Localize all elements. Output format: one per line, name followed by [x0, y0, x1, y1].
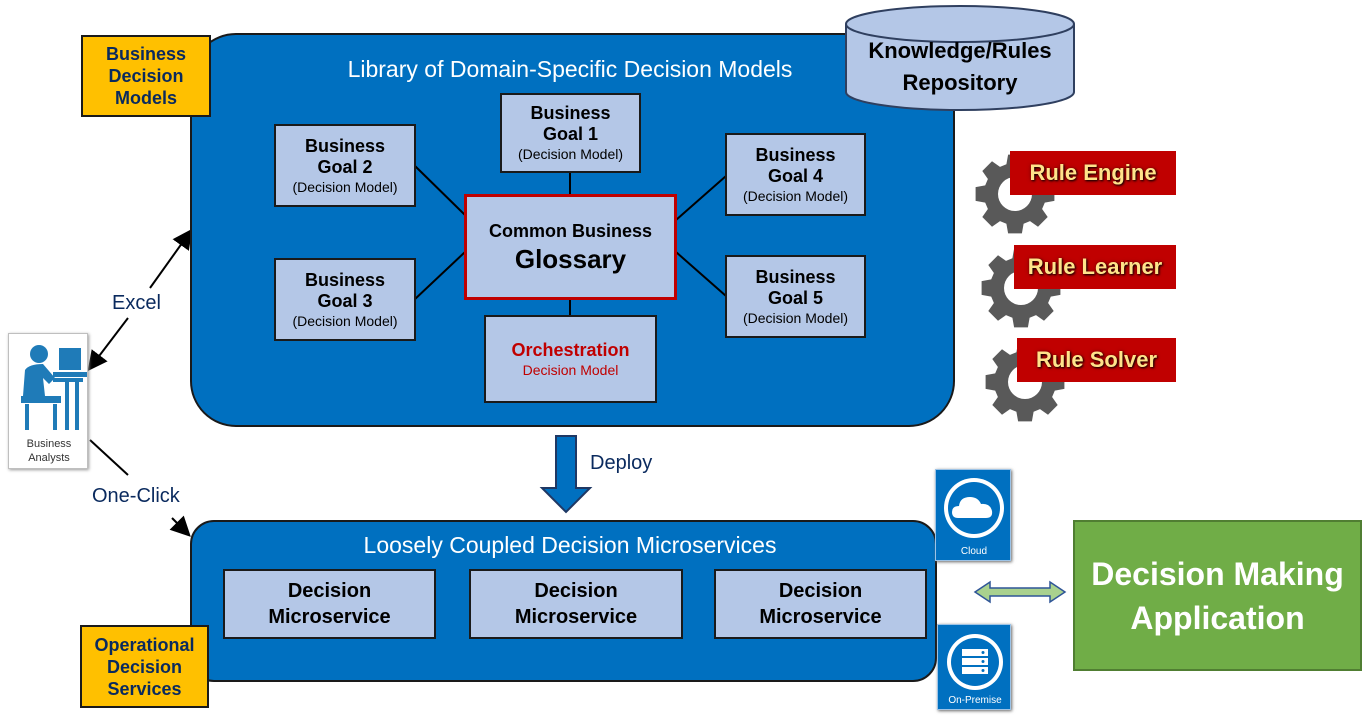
orchestration-title: Orchestration — [511, 340, 630, 360]
application-line2: Application — [1130, 599, 1305, 636]
business-goal-1[interactable]: Business Goal 1 (Decision Model) — [500, 93, 641, 173]
goal-title: Business — [304, 269, 386, 290]
one-click-arrow — [169, 515, 191, 537]
rule-solver-label: Rule Solver — [1017, 338, 1176, 382]
business-goal-3[interactable]: Business Goal 3 (Decision Model) — [274, 258, 416, 341]
decision-making-application[interactable]: Decision Making Application — [1073, 520, 1362, 671]
analysts-line2: Analysts — [28, 452, 70, 464]
rule-engine-label: Rule Engine — [1010, 151, 1176, 195]
deploy-label: Deploy — [590, 452, 653, 474]
analysts-line1: Business — [26, 438, 72, 450]
business-goal-2[interactable]: Business Goal 2 (Decision Model) — [274, 124, 416, 207]
on-premise-tile[interactable]: On-Premise — [937, 624, 1011, 710]
app-double-arrow — [973, 580, 1067, 604]
excel-arrow-down — [87, 317, 129, 372]
goal-subtitle: (Decision Model) — [292, 312, 398, 329]
on-premise-label: On-Premise — [948, 695, 1002, 706]
goal-title: Business — [304, 135, 386, 156]
microservice-line: Microservice — [759, 606, 882, 628]
goal-subtitle: (Decision Model) — [742, 309, 849, 326]
cloud-label: Cloud — [960, 546, 988, 557]
orchestration-decision-model[interactable]: Orchestration Decision Model — [484, 315, 657, 403]
tag-line: Operational — [94, 634, 195, 655]
cloud-icon — [944, 478, 1004, 538]
microservice-line: Microservice — [268, 606, 391, 628]
connector-goal3 — [413, 251, 466, 301]
rule-learner-label: Rule Learner — [1014, 245, 1176, 289]
goal-subtitle: (Decision Model) — [517, 146, 624, 162]
glossary-line1: Common Business — [488, 221, 653, 241]
business-analysts-card: Business Analysts — [8, 333, 88, 469]
goal-title: Business — [530, 103, 611, 123]
decision-microservice-3[interactable]: Decision Microservice — [714, 569, 927, 639]
orchestration-subtitle: Decision Model — [522, 362, 619, 378]
one-click-line — [89, 439, 129, 476]
tag-line: Models — [114, 88, 177, 108]
business-goal-5[interactable]: Business Goal 5 (Decision Model) — [725, 255, 866, 338]
goal-title: Goal 5 — [767, 287, 824, 308]
business-goal-4[interactable]: Business Goal 4 (Decision Model) — [725, 133, 866, 216]
decision-microservice-1[interactable]: Decision Microservice — [223, 569, 436, 639]
analyst-icon — [21, 345, 87, 430]
connector-goal5 — [675, 251, 727, 297]
decision-microservice-2[interactable]: Decision Microservice — [469, 569, 683, 639]
repository-line2: Repository — [902, 70, 1018, 95]
common-business-glossary[interactable]: Common Business Glossary — [464, 194, 677, 300]
microservice-line: Decision — [778, 580, 863, 602]
one-click-label: One-Click — [92, 485, 180, 507]
analysts-label: Business Analysts — [9, 437, 89, 465]
tag-line: Decision — [106, 656, 183, 677]
excel-arrow-up — [149, 228, 193, 289]
goal-title: Goal 3 — [317, 290, 373, 311]
library-title: Library of Domain-Specific Decision Mode… — [347, 56, 793, 82]
repository-line1: Knowledge/Rules — [868, 38, 1052, 63]
operational-decision-services-tag: Operational Decision Services — [80, 625, 209, 708]
microservice-line: Microservice — [514, 606, 638, 628]
microservice-line: Decision — [287, 580, 372, 602]
goal-title: Business — [755, 266, 836, 287]
excel-label: Excel — [112, 292, 161, 314]
goal-subtitle: (Decision Model) — [292, 178, 398, 195]
goal-subtitle: (Decision Model) — [742, 187, 849, 204]
goal-title: Goal 2 — [317, 156, 373, 177]
server-icon — [947, 634, 1003, 690]
microservice-line: Decision — [534, 580, 618, 602]
goal-title: Goal 1 — [542, 124, 599, 144]
glossary-line2: Glossary — [514, 244, 627, 274]
goal-title: Goal 4 — [767, 165, 824, 186]
business-decision-models-tag: Business Decision Models — [81, 35, 211, 117]
tag-line: Services — [107, 678, 182, 699]
application-line1: Decision Making — [1091, 555, 1344, 592]
tag-line: Business — [105, 44, 187, 64]
tag-line: Decision — [108, 66, 184, 86]
goal-title: Business — [755, 144, 836, 165]
cloud-tile[interactable]: Cloud — [935, 469, 1011, 561]
connector-goal2 — [413, 164, 466, 216]
connector-goal4 — [675, 175, 727, 221]
services-title: Loosely Coupled Decision Microservices — [363, 532, 777, 558]
repository-label: Knowledge/Rules Repository — [846, 35, 1074, 99]
